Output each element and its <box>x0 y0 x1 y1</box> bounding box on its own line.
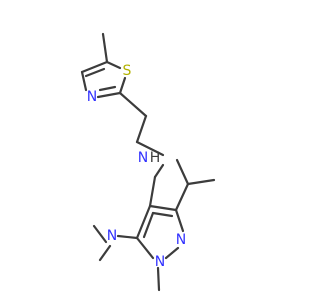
bond-n2-n1 <box>164 246 180 260</box>
molecule-structure: S N N H N N N <box>80 32 216 292</box>
n-methyl-group <box>156 266 161 292</box>
atom-labels: S N N H N N N <box>87 63 186 270</box>
bond-c2-ch2 <box>118 91 148 118</box>
bond-ch2-nh <box>135 140 165 157</box>
bond-n3-c2 <box>96 91 122 99</box>
pyrazole-n1-label: N <box>155 254 165 270</box>
pyrazole-n2-label: N <box>176 232 186 248</box>
bond-s1-c5 <box>105 60 122 70</box>
bond-c4-n3 <box>80 70 88 92</box>
amine-nitrogen-label: N <box>138 150 148 166</box>
bond-nme2-methyl-b <box>98 244 112 262</box>
bond-ch2-pyrazole-c4 <box>148 175 157 208</box>
dimethylamino-nitrogen-label: N <box>107 228 117 244</box>
bond-c5-c4-inner <box>142 211 155 239</box>
pyrazole-ring <box>135 204 185 260</box>
bond-ch2-ch2 <box>135 114 148 144</box>
bond-c5-c4-inner <box>84 67 106 78</box>
bond-c2-s1 <box>118 76 127 95</box>
bond-c5-c4 <box>135 204 152 240</box>
bond-nme2-methyl-a <box>92 224 108 244</box>
bond-c5-c4 <box>80 60 109 74</box>
bond-ch-methyl-b <box>186 178 216 186</box>
bond-ch-methyl-a <box>175 158 190 186</box>
methylene-bridge <box>148 163 165 208</box>
bond-c5-nme2 <box>116 234 139 240</box>
bond-c4-c3-inner <box>151 211 174 218</box>
thiazole-ring <box>80 32 127 99</box>
ethyl-linker <box>118 91 165 157</box>
dimethylamino-group <box>92 224 139 262</box>
bond-c3-ch <box>174 182 190 212</box>
sulfur-atom-label: S <box>123 63 132 79</box>
bond-n1-c5 <box>135 236 155 260</box>
bond-n1-methyl <box>156 266 161 292</box>
bond-c4-c3 <box>148 204 178 212</box>
isopropyl-group <box>174 158 216 212</box>
bond-n3-c2-inner <box>98 85 117 92</box>
amine-hydrogen-label: H <box>150 150 161 166</box>
bond-c3-n2 <box>174 208 185 233</box>
bond-methyl-c5 <box>101 32 109 64</box>
bond-nh-ch2 <box>153 163 165 179</box>
thiazole-nitrogen-label: N <box>87 89 97 105</box>
